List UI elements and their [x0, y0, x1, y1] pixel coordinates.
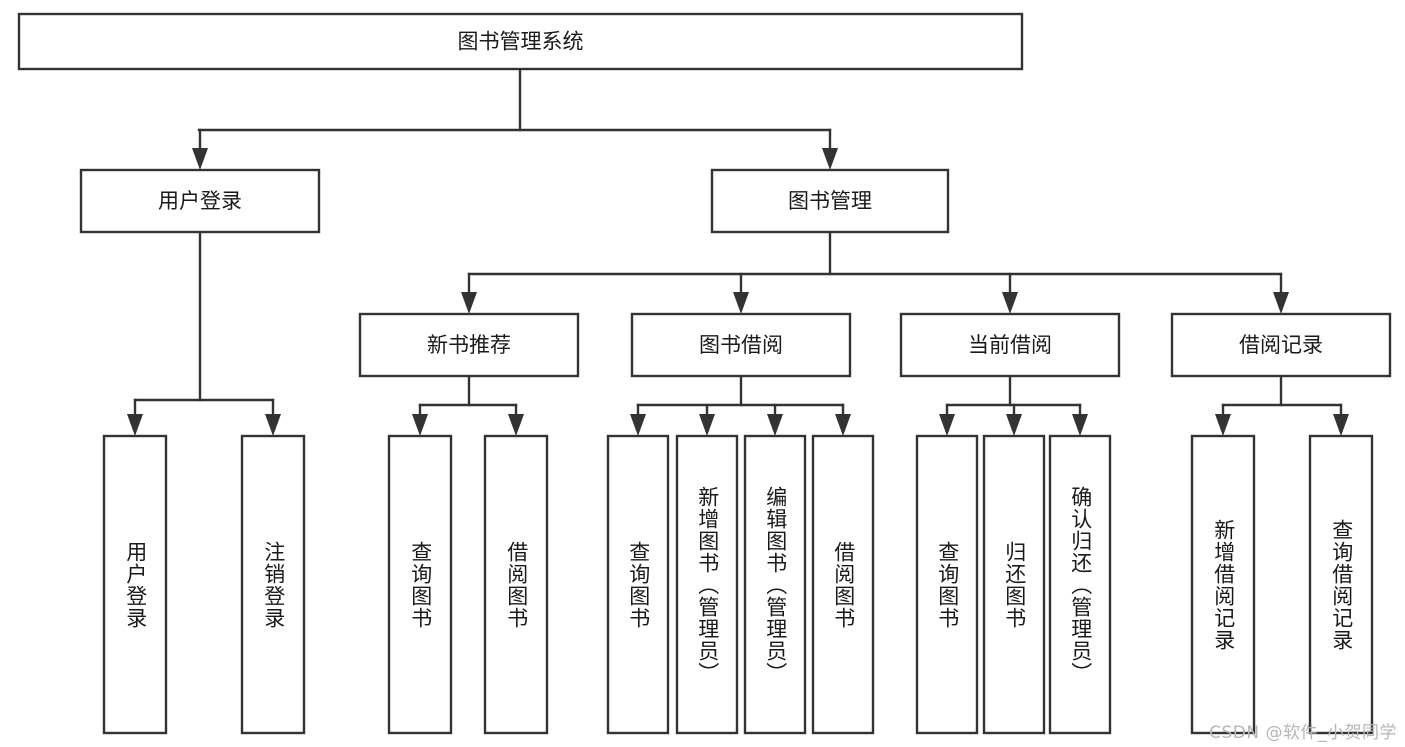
edge-book-borrow-to-leaf-add-book-arrowhead	[699, 414, 715, 436]
node-box-leaf-query-book-1[interactable]	[387, 434, 453, 735]
edge-book-manage-to-book-borrow-arrowhead	[733, 292, 749, 314]
edge-new-book-rec-to-leaf-query-book-1-arrowhead	[412, 414, 428, 436]
edge-root-to-book-manage-arrowhead	[822, 148, 838, 170]
node-box-leaf-query-book-2[interactable]	[606, 434, 670, 735]
node-box-leaf-confirm-return[interactable]	[1048, 434, 1112, 735]
node-box-leaf-add-book[interactable]	[675, 434, 739, 735]
node-label-root: 图书管理系统	[458, 30, 584, 54]
edge-book-borrow-to-leaf-query-book-2-arrowhead	[630, 414, 646, 436]
node-box-book-borrow[interactable]	[630, 312, 852, 378]
node-label-new-book-rec: 新书推荐	[427, 333, 511, 357]
node-label-current-borrow: 当前借阅	[968, 333, 1052, 357]
node-box-leaf-query-record[interactable]	[1308, 434, 1374, 735]
node-label-user-login: 用户登录	[158, 189, 242, 213]
node-box-leaf-borrow-book-2[interactable]	[811, 434, 875, 735]
node-box-book-manage[interactable]	[710, 168, 950, 234]
node-label-book-manage: 图书管理	[788, 189, 872, 213]
edge-book-manage-to-borrow-record-arrowhead	[1273, 292, 1289, 314]
node-box-leaf-borrow-book-1[interactable]	[483, 434, 549, 735]
edge-current-borrow-to-leaf-return-book-arrowhead	[1006, 414, 1022, 436]
edge-borrow-record-to-leaf-query-record-arrowhead	[1333, 414, 1349, 436]
node-label-book-borrow: 图书借阅	[699, 333, 783, 357]
edge-book-borrow-to-leaf-borrow-book-2-arrowhead	[835, 414, 851, 436]
edge-new-book-rec-to-leaf-borrow-book-1-arrowhead	[508, 414, 524, 436]
edge-borrow-record-to-leaf-add-record-arrowhead	[1215, 414, 1231, 436]
connectors-layer	[127, 67, 1349, 436]
edge-book-borrow-to-leaf-edit-book-arrowhead	[767, 414, 783, 436]
node-box-leaf-add-record[interactable]	[1190, 434, 1256, 735]
node-box-current-borrow[interactable]	[899, 312, 1121, 378]
node-box-new-book-rec[interactable]	[358, 312, 580, 378]
node-label-borrow-record: 借阅记录	[1239, 333, 1323, 357]
node-box-borrow-record[interactable]	[1170, 312, 1392, 378]
edge-current-borrow-to-leaf-confirm-return-arrowhead	[1072, 414, 1088, 436]
boxes-layer	[17, 12, 1392, 735]
edge-user-login-to-leaf-user-login-arrowhead	[127, 414, 143, 436]
node-box-leaf-logout[interactable]	[240, 434, 306, 735]
watermark-text: CSDN @软件_小贺同学	[1209, 723, 1397, 743]
edge-book-manage-to-new-book-rec-arrowhead	[461, 292, 477, 314]
node-box-root[interactable]	[17, 12, 1024, 71]
edge-book-manage-to-current-borrow-arrowhead	[1002, 292, 1018, 314]
edge-current-borrow-to-leaf-query-book-3-arrowhead	[939, 414, 955, 436]
node-box-leaf-edit-book[interactable]	[743, 434, 807, 735]
edge-user-login-to-leaf-logout-arrowhead	[265, 414, 281, 436]
node-box-user-login[interactable]	[79, 168, 321, 234]
node-box-leaf-user-login[interactable]	[102, 434, 168, 735]
edge-root-to-user-login-arrowhead	[192, 148, 208, 170]
node-box-leaf-return-book[interactable]	[982, 434, 1046, 735]
node-box-leaf-query-book-3[interactable]	[915, 434, 979, 735]
